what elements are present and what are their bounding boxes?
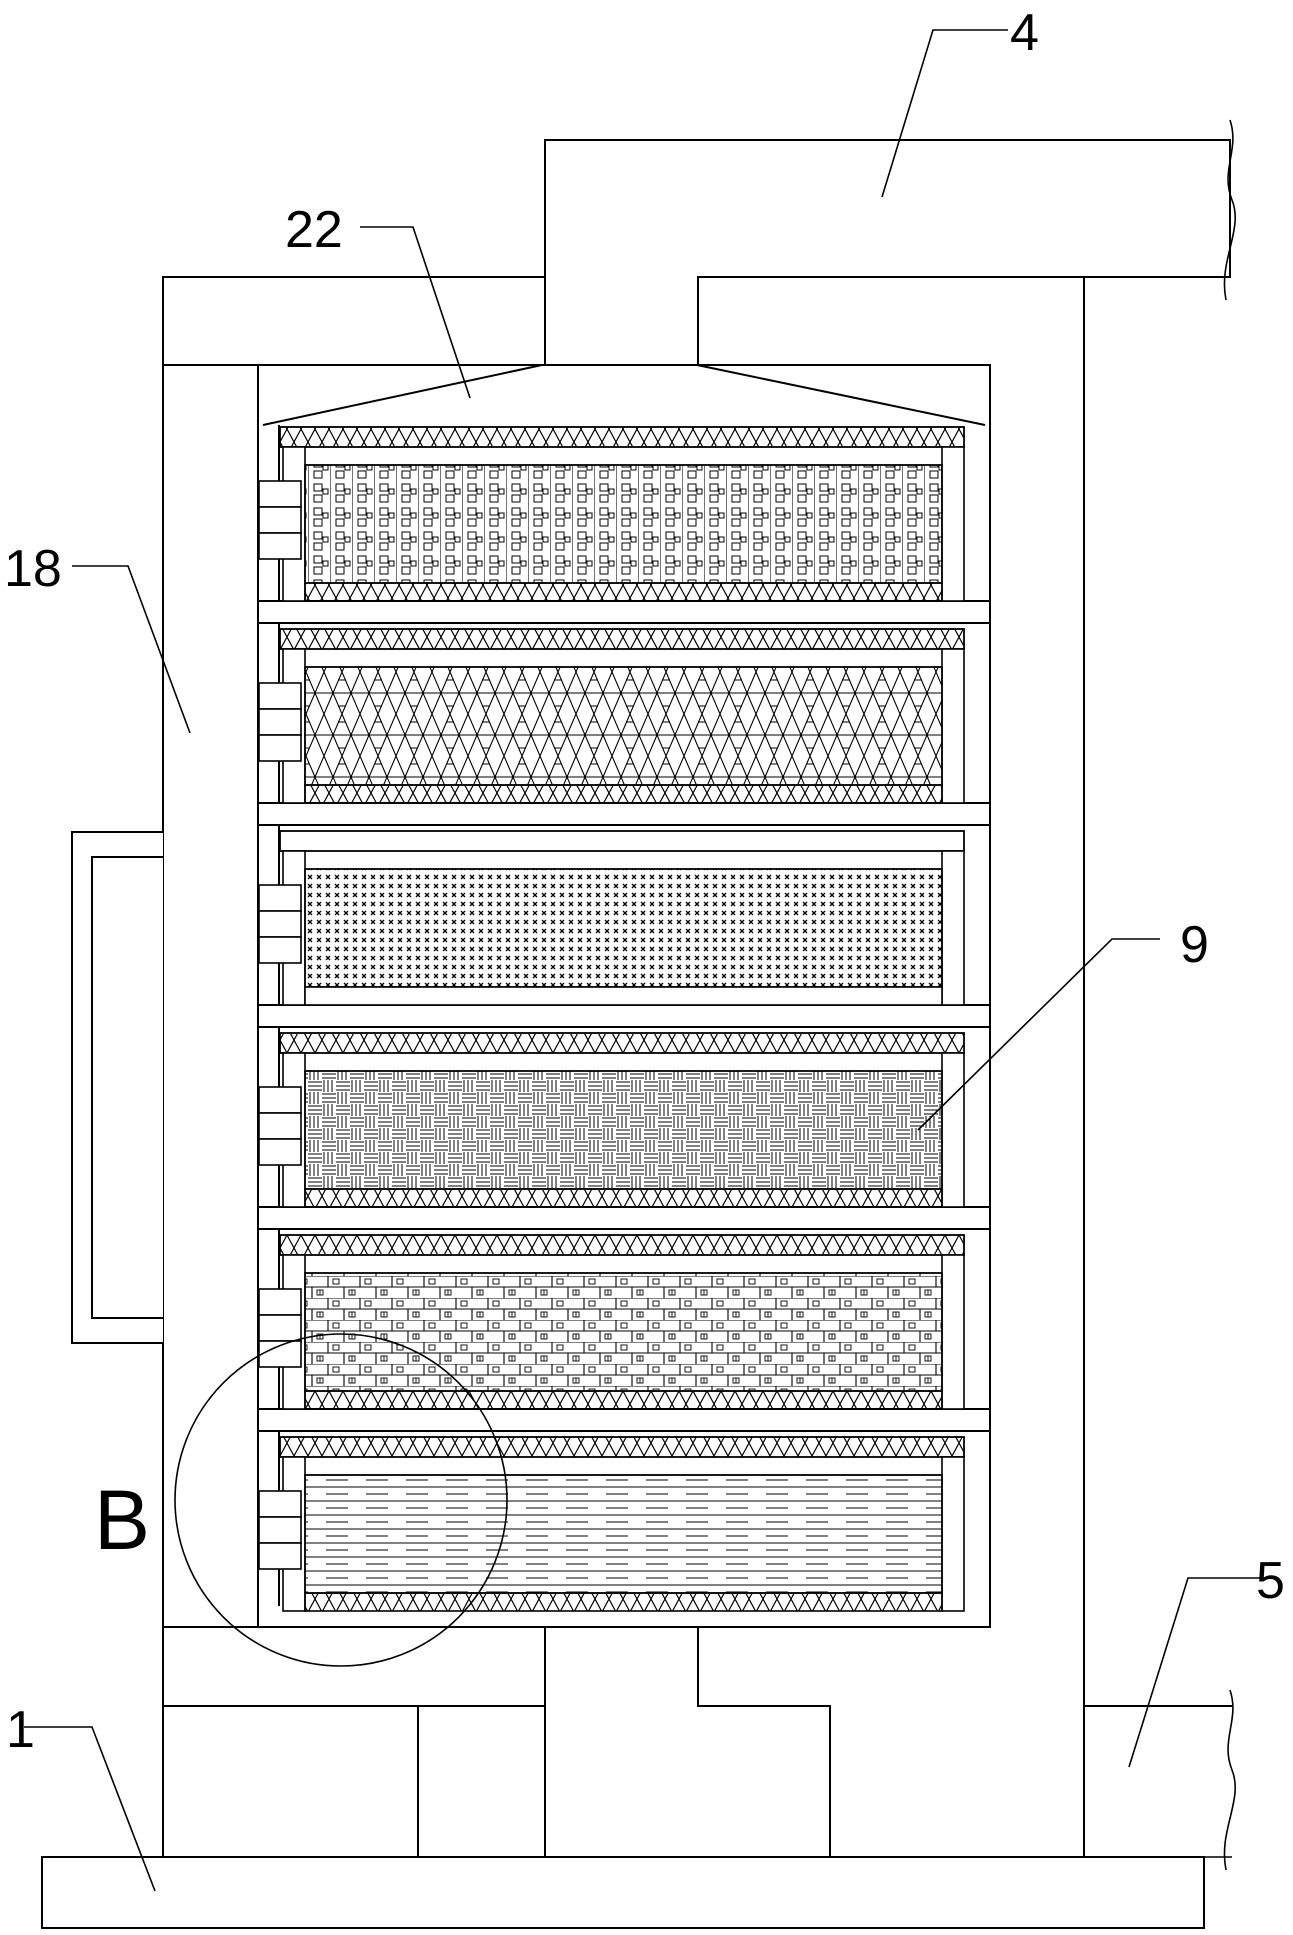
clip-block: [258, 1516, 302, 1544]
clip-block: [258, 1314, 302, 1342]
clip-block: [258, 936, 302, 964]
top-mesh-band: [279, 1234, 965, 1256]
label-1: 1: [6, 1701, 35, 1759]
pipe-break-bottom: [1223, 1689, 1237, 1871]
clip-block: [258, 734, 302, 762]
shelf-separator: [257, 1206, 991, 1230]
label-18: 18: [4, 540, 62, 598]
outlet-pipe: [544, 139, 1231, 365]
clip-block: [258, 1288, 302, 1316]
clip-block: [258, 506, 302, 534]
clip-block: [258, 1542, 302, 1570]
side-handle[interactable]: [71, 831, 163, 1344]
base-plate: [41, 1856, 1205, 1929]
label-5: 5: [1256, 1552, 1285, 1610]
bottom-mesh-band: [304, 784, 943, 804]
bottom-mesh-band: [304, 986, 943, 1006]
top-mesh-band: [279, 830, 965, 852]
leader-1: [24, 1726, 156, 1892]
bottom-mesh-band: [304, 1390, 943, 1410]
filter-media-brick: [304, 1272, 943, 1392]
clip-block: [258, 532, 302, 560]
cartridge-post: [941, 1254, 965, 1410]
clip-block: [258, 682, 302, 710]
leader-9: [917, 938, 1160, 1131]
leader-4: [881, 29, 1008, 198]
leader-18: [72, 565, 191, 734]
clip-block: [258, 1490, 302, 1518]
cartridge-post: [941, 446, 965, 602]
clip-block: [258, 884, 302, 912]
filter-media-triangle-lattice: [304, 666, 943, 786]
label-9: 9: [1180, 916, 1209, 974]
filter-media-square-grid: [304, 464, 943, 584]
clip-block: [258, 708, 302, 736]
top-mesh-band: [279, 1436, 965, 1458]
clip-block: [258, 480, 302, 508]
clip-block: [258, 910, 302, 938]
leader-22: [360, 226, 471, 399]
filter-media-dashed-lines: [304, 1474, 943, 1594]
cartridge-post: [941, 648, 965, 804]
top-mesh-band: [279, 426, 965, 448]
leader-5: [1128, 1577, 1271, 1768]
side-handle-inner: [91, 856, 163, 1319]
label-4: 4: [1010, 4, 1039, 62]
filter-media-weave: [304, 1070, 943, 1190]
filter-media-dots: [304, 868, 943, 988]
shelf-separator: [257, 600, 991, 624]
shelf-separator: [257, 1408, 991, 1432]
bottom-mesh-band: [304, 582, 943, 602]
filter-layers: [257, 426, 991, 1612]
cartridge-post: [941, 1052, 965, 1208]
shelf-separator: [257, 1004, 991, 1028]
inlet-pipe: [544, 1627, 1232, 1857]
shelf-separator: [257, 802, 991, 826]
pipe-break-top: [1223, 119, 1237, 301]
bottom-mesh-band: [304, 1592, 943, 1612]
bottom-mesh-band: [304, 1188, 943, 1208]
collecting-hood: [262, 364, 986, 426]
clip-block: [258, 1138, 302, 1166]
cartridge-post: [941, 850, 965, 1006]
label-b: B: [94, 1473, 150, 1567]
detail-circle-b: [174, 1333, 508, 1667]
clip-block: [258, 1086, 302, 1114]
label-22: 22: [285, 201, 343, 259]
top-mesh-band: [279, 628, 965, 650]
cartridge-post: [941, 1456, 965, 1612]
clip-block: [258, 1112, 302, 1140]
top-mesh-band: [279, 1032, 965, 1054]
